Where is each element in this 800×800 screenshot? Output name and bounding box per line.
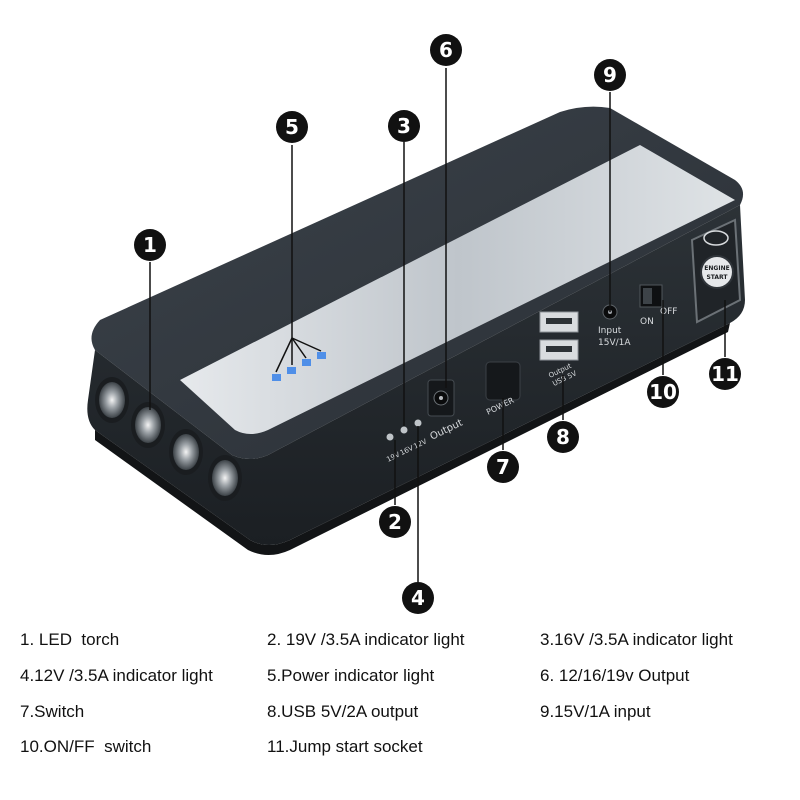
led-12v [414, 419, 422, 427]
callout-3: 3 [388, 110, 420, 142]
leader-line-5d [291, 337, 307, 359]
legend-item-8: 8.USB 5V/2A output [267, 702, 419, 721]
engine-button-line1: ENGINE [704, 265, 729, 272]
legend-item-2: 2. 19V /3.5A indicator light [267, 630, 465, 649]
callout-6: 6 [430, 34, 462, 66]
callout-lines [149, 68, 726, 582]
usb-ports: Output USB 5V [539, 311, 579, 388]
leader-line-5e [291, 337, 322, 352]
svg-text:2: 2 [388, 510, 402, 534]
indicator-dot [302, 359, 311, 366]
svg-text:9: 9 [603, 63, 617, 87]
svg-text:1: 1 [143, 233, 157, 257]
device-side-face [87, 205, 746, 545]
led-16v [400, 426, 408, 434]
led-torch [95, 377, 242, 501]
car-icon [703, 230, 729, 246]
on-off-switch: ON OFF [639, 284, 677, 327]
svg-text:7: 7 [496, 455, 510, 479]
svg-text:3: 3 [397, 114, 411, 138]
engine-start-button [700, 255, 734, 289]
legend-item-11: 11.Jump start socket [267, 737, 423, 756]
led-lens [208, 455, 242, 501]
indicator-dot [317, 352, 326, 359]
leader-line-5b [275, 337, 293, 373]
device-silver-stripe [180, 145, 735, 434]
legend-item-10: 10.ON/FF switch [20, 737, 152, 756]
engine-button-line2: START [706, 274, 728, 281]
jump-start-socket: ENGINE START [690, 218, 742, 324]
callout-markers: 1 2 3 4 5 6 7 8 [134, 34, 741, 614]
indicator-dot [272, 374, 281, 381]
svg-text:11: 11 [711, 362, 739, 386]
callout-5: 5 [276, 111, 308, 143]
callout-10: 10 [647, 376, 679, 408]
callout-7: 7 [487, 451, 519, 483]
indicator-dot [287, 367, 296, 374]
power-indicator-lights [272, 352, 326, 381]
voltage-indicator-leds: 19V 16V 12V [385, 419, 428, 464]
led-19v [386, 433, 394, 441]
input-label-line2: 15V/1A [598, 338, 631, 348]
svg-text:4: 4 [411, 586, 425, 610]
callout-8: 8 [547, 421, 579, 453]
svg-text:10: 10 [649, 380, 677, 404]
led-lens [169, 429, 203, 475]
legend-item-7: 7.Switch [20, 702, 85, 721]
legend-item-5: 5.Power indicator light [267, 666, 435, 685]
legend-item-3: 3.16V /3.5A indicator light [540, 630, 733, 649]
legend-item-6: 6. 12/16/19v Output [540, 666, 690, 685]
input-label-line1: Input [598, 326, 622, 336]
legend-item-4: 4.12V /3.5A indicator light [20, 666, 213, 685]
switch-off-label: OFF [660, 307, 677, 317]
switch-on-label: ON [640, 317, 654, 327]
callout-1: 1 [134, 229, 166, 261]
legend-item-9: 9.15V/1A input [540, 702, 651, 721]
svg-text:8: 8 [556, 425, 570, 449]
led-lens [131, 402, 165, 448]
legend: 1. LED torch 2. 19V /3.5A indicator ligh… [0, 620, 800, 790]
callout-11: 11 [709, 358, 741, 390]
svg-text:5: 5 [285, 115, 299, 139]
svg-text:6: 6 [439, 38, 453, 62]
callout-4: 4 [402, 582, 434, 614]
callout-2: 2 [379, 506, 411, 538]
legend-item-1: 1. LED torch [20, 630, 120, 649]
led-lens [95, 377, 129, 423]
callout-9: 9 [594, 59, 626, 91]
